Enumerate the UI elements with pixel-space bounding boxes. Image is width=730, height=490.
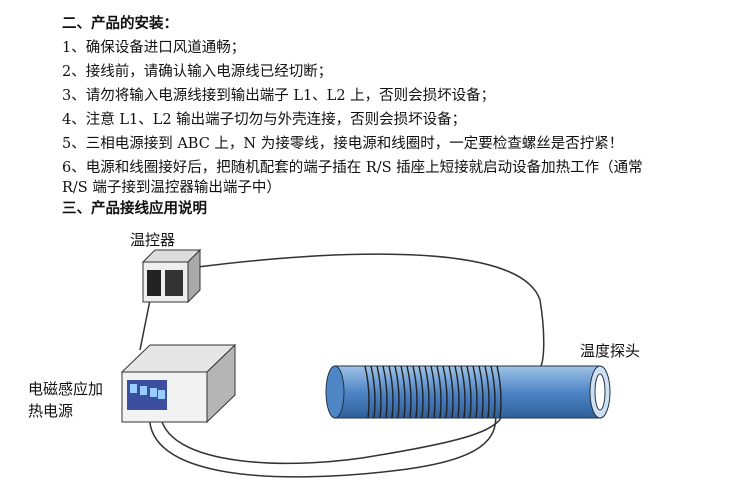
step-3: 3、请勿将输入电源线接到输出端子 L1、L2 上，否则会损坏设备； xyxy=(62,88,496,104)
coil-turn xyxy=(418,365,424,419)
step-4: 4、注意 L1、L2 输出端子切勿与外壳连接，否则会损坏设备； xyxy=(62,112,467,128)
coil-turn xyxy=(484,365,490,419)
controller-label: 温控器 xyxy=(130,231,176,249)
coil-turn xyxy=(460,365,466,419)
probe-label: 温度探头 xyxy=(580,342,641,360)
coil-turn xyxy=(448,365,454,419)
coil-wire-1 xyxy=(159,409,506,465)
coil-turn xyxy=(382,365,388,419)
coil-turn xyxy=(478,365,484,419)
temperature-controller xyxy=(141,248,202,304)
induction-coil xyxy=(364,365,502,419)
controller-probe-wire xyxy=(189,253,545,369)
coil-turn xyxy=(406,365,412,419)
coil-turn xyxy=(490,365,496,419)
step-2: 2、接线前，请确认输入电源线已经切断； xyxy=(62,64,333,80)
coil-turn xyxy=(442,365,448,419)
power-label-2: 热电源 xyxy=(28,402,74,420)
power-label: 电磁感应加 xyxy=(28,380,104,398)
section2-title: 二、产品的安装： xyxy=(62,15,178,32)
step-6: 6、电源和线圈接好后，把随机配套的端子插在 R/S 插座上短接就启动设备加热工作… xyxy=(62,160,643,176)
coil-turn xyxy=(496,365,502,419)
coil-turn xyxy=(412,365,418,419)
induction-power-supply xyxy=(120,343,237,424)
coil-turn xyxy=(388,365,394,419)
controller-power-wire xyxy=(139,299,151,351)
coil-turn xyxy=(454,365,460,419)
coil-turn xyxy=(376,365,382,419)
coil-turn xyxy=(394,365,400,419)
coil-turn xyxy=(436,365,442,419)
coil-wire-2 xyxy=(148,409,497,478)
step-6-cont: R/S 端子接到温控器输出端子中） xyxy=(62,180,281,196)
coil-turn xyxy=(466,365,472,419)
coil-turn xyxy=(400,365,406,419)
coil-turn xyxy=(370,365,376,419)
coil-turn xyxy=(472,365,478,419)
coil-turn xyxy=(424,365,430,419)
coil-turn xyxy=(364,365,370,419)
step-1: 1、确保设备进口风道通畅； xyxy=(62,40,246,56)
step-5: 5、三相电源接到 ABC 上，N 为接零线，接电源和线圈时，一定要检查螺丝是否拧… xyxy=(62,136,624,152)
coil-turn xyxy=(430,365,436,419)
section3-title: 三、产品接线应用说明 xyxy=(62,200,207,217)
